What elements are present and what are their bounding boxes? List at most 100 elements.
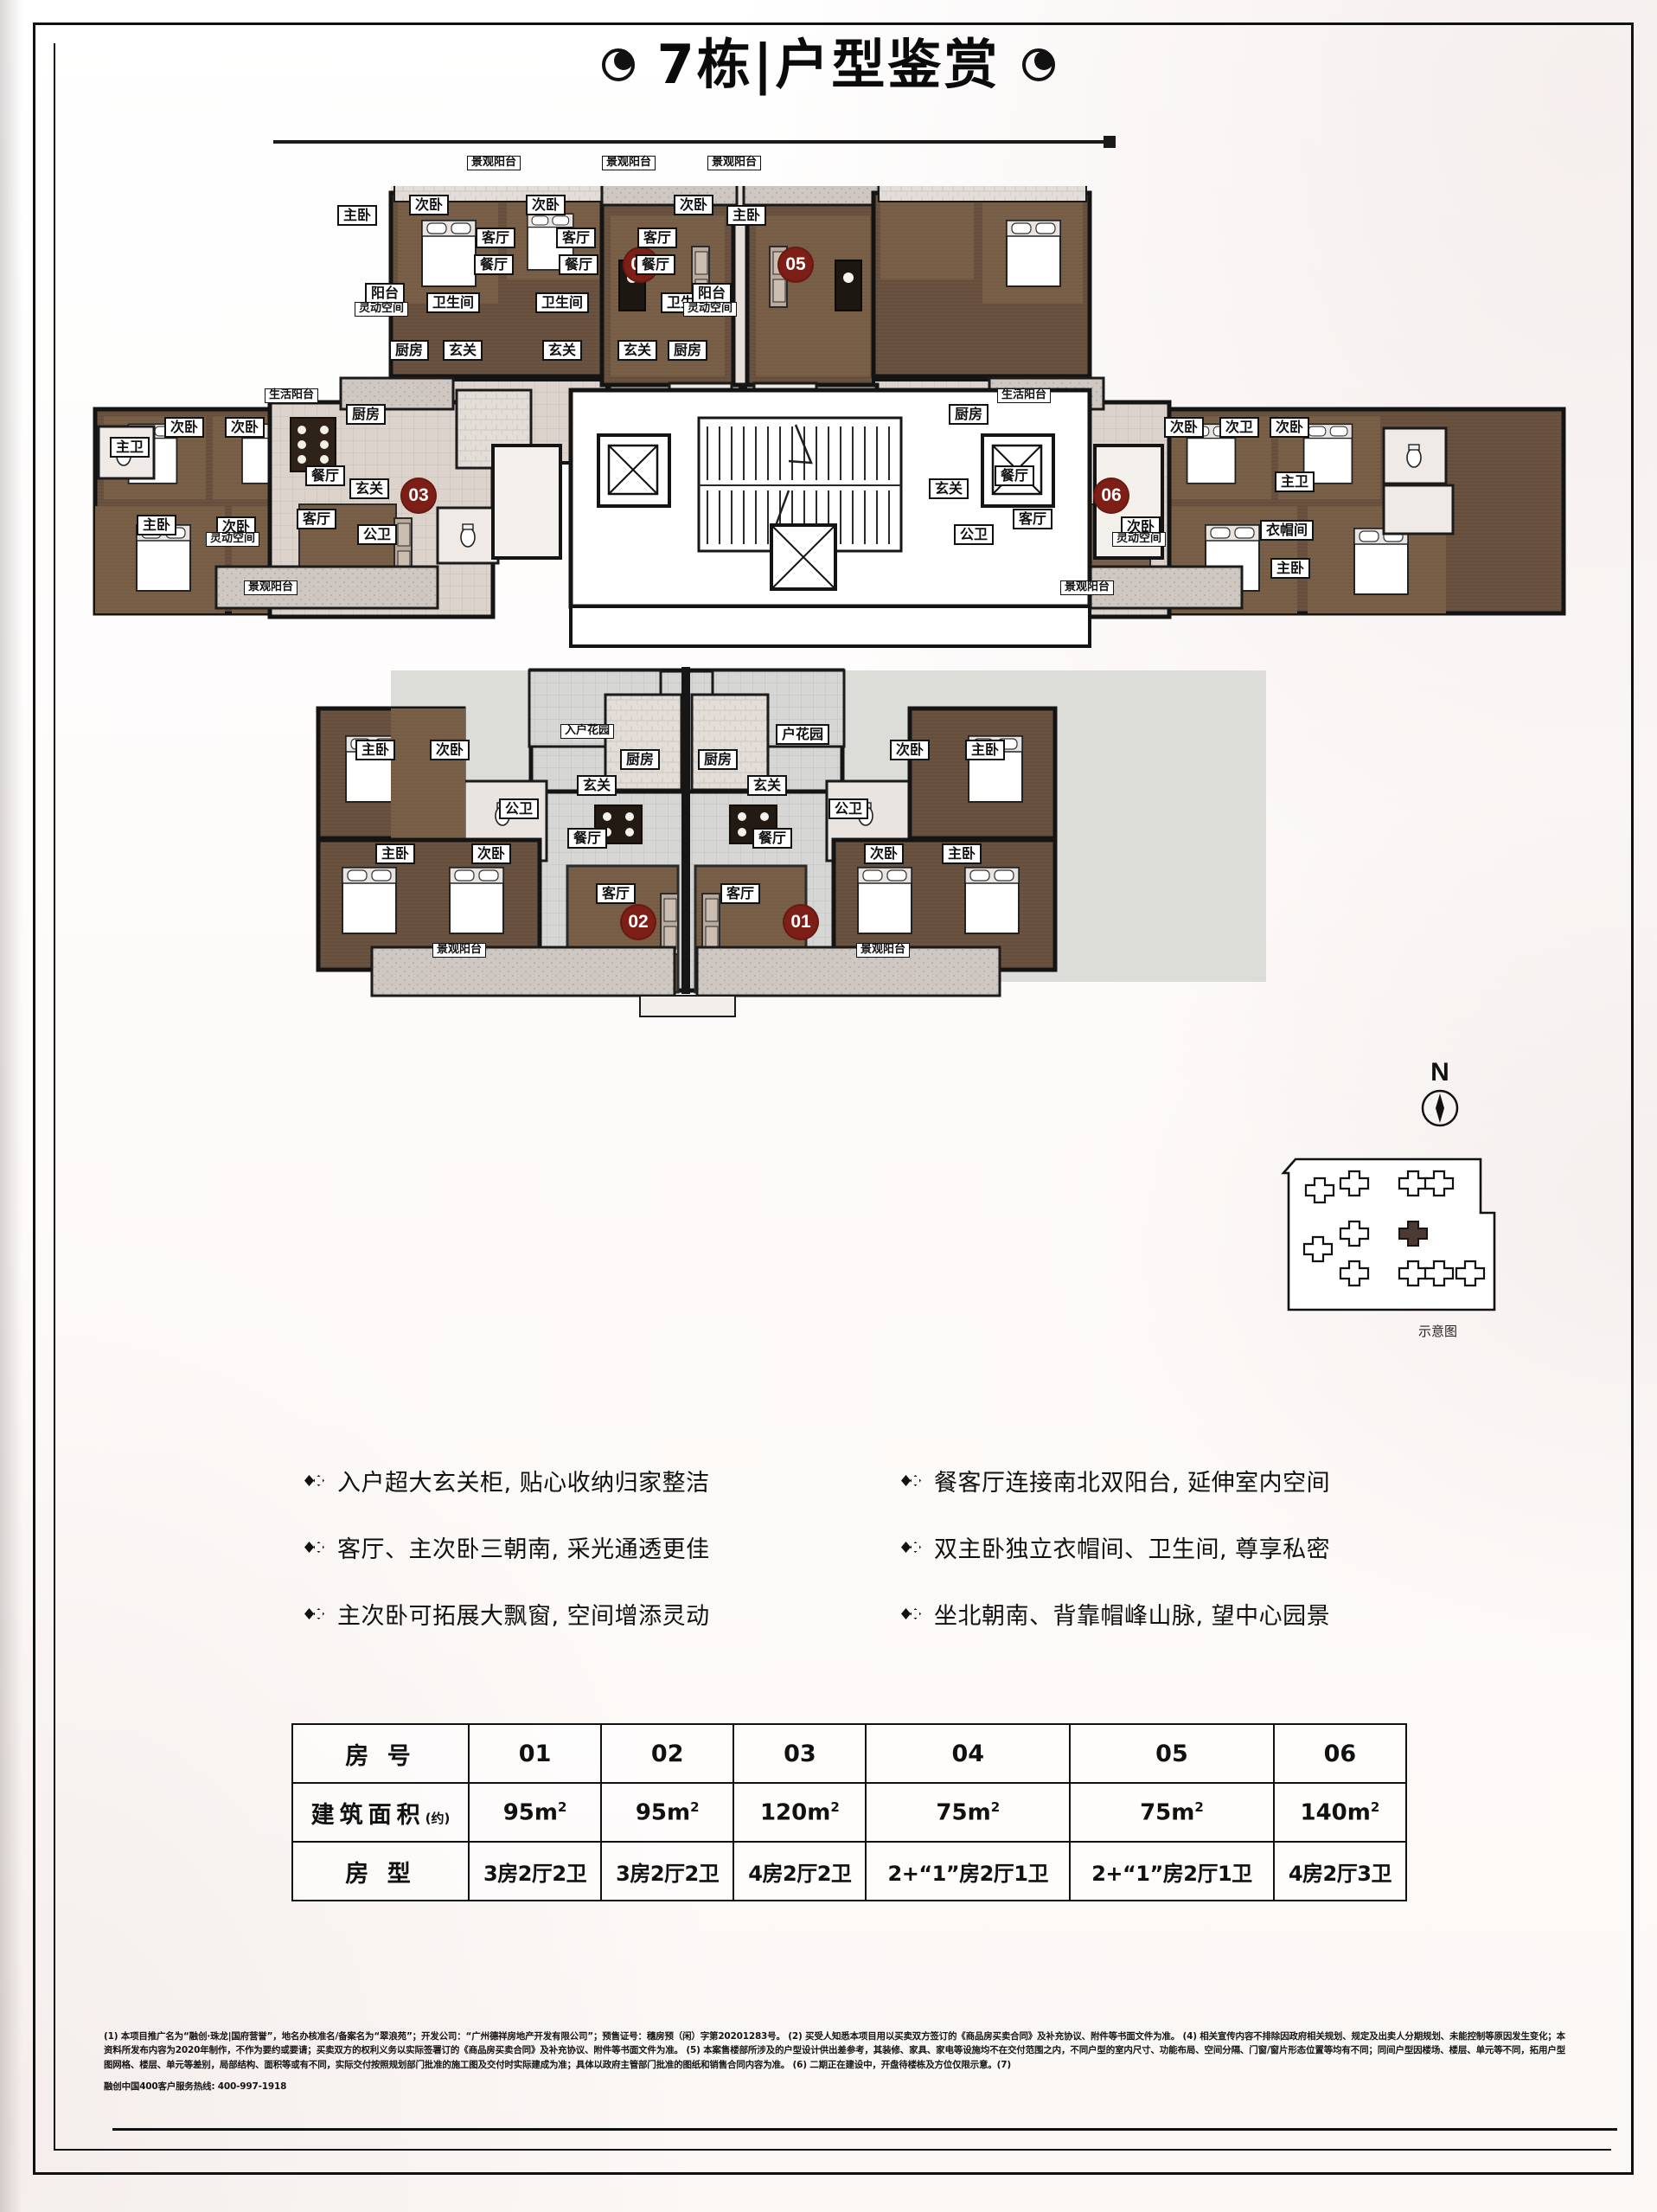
scan-edge-shadow <box>0 0 22 2212</box>
room-label: 入户花园 <box>560 724 615 739</box>
unit-badge-01: 01 <box>783 904 819 940</box>
room-label: 景观阳台 <box>602 156 656 170</box>
feature-text: 客厅、主次卧三朝南, 采光通透更佳 <box>337 1536 710 1563</box>
room-label: 客厅 <box>476 228 516 249</box>
feature-text: 主次卧可拓展大飘窗, 空间增添灵动 <box>337 1603 710 1630</box>
room-label: 次卧 <box>409 195 450 216</box>
unit-badge-06: 06 <box>1093 478 1129 514</box>
compass-needle-icon <box>1421 1089 1459 1127</box>
cell-unit-06: 06 <box>1272 1723 1408 1784</box>
room-label: 景观阳台 <box>244 580 298 595</box>
room-label: 厨房 <box>668 340 708 362</box>
room-label: 公卫 <box>828 798 869 820</box>
unit-badge-03: 03 <box>400 478 437 514</box>
legal-disclaimer: (1) 本项目推广名为“融创·珠龙|国府营誉”，地名办核准名/备案名为“翠浪苑”… <box>104 2031 1565 2070</box>
cell-area-04: 75m2 <box>865 1782 1072 1843</box>
title-ornament-left-icon <box>601 48 635 81</box>
room-label: 生活阳台 <box>265 388 319 403</box>
room-label: 次卧 <box>164 417 205 439</box>
room-label: 客厅 <box>596 883 637 905</box>
cell-area-06: 140m2 <box>1272 1782 1408 1843</box>
unit-spec-table: 房 号 01 02 03 04 05 06 建筑面积(约) 95m2 95m2 … <box>291 1723 1408 1901</box>
room-label: 公卫 <box>954 524 995 546</box>
room-label: 公卫 <box>499 798 540 820</box>
hotline-label: 融创中国400客户服务热线: <box>104 2081 215 2092</box>
room-label: 次卫 <box>1219 417 1260 439</box>
hotline: 融创中国400客户服务热线: 400-997-1918 <box>104 2080 286 2093</box>
cell-unit-02: 02 <box>600 1723 735 1784</box>
room-label: 玄关 <box>443 340 483 362</box>
room-label: 主卫 <box>1275 471 1315 493</box>
cell-layout-03: 4房2厅2卫 <box>733 1841 867 1901</box>
room-label: 玄关 <box>542 340 583 362</box>
title-underline <box>273 136 1116 148</box>
room-label: 客厅 <box>556 228 597 249</box>
room-label: 灵动空间 <box>206 532 260 547</box>
title-text: 7栋|户型鉴赏 <box>656 33 1001 96</box>
cell-area-03: 120m2 <box>733 1782 867 1843</box>
room-label: 厨房 <box>620 749 661 771</box>
room-label: 次卧 <box>1270 417 1310 439</box>
diamond-bullet-icon <box>901 1475 920 1486</box>
cell-layout-05: 2+“1”房2厅1卫 <box>1069 1841 1275 1901</box>
feature-item: 坐北朝南、背靠帽峰山脉, 望中心园景 <box>901 1597 1403 1631</box>
room-label: 餐厅 <box>305 465 346 487</box>
room-label: 厨房 <box>698 749 739 771</box>
room-label: 主卧 <box>965 740 1006 761</box>
cell-area-02: 95m2 <box>600 1782 735 1843</box>
key-map-highlighted-building <box>1398 1221 1428 1247</box>
room-label: 餐厅 <box>752 828 793 850</box>
room-label: 景观阳台 <box>1060 580 1115 595</box>
room-label: 景观阳台 <box>467 156 521 170</box>
room-label: 玄关 <box>577 775 617 797</box>
room-label: 客厅 <box>297 509 337 530</box>
site-key-map-svg <box>1281 1157 1496 1311</box>
feature-text: 坐北朝南、背靠帽峰山脉, 望中心园景 <box>934 1603 1331 1630</box>
room-label: 次卧 <box>1164 417 1205 439</box>
feature-item: 客厅、主次卧三朝南, 采光通透更佳 <box>304 1530 901 1564</box>
hotline-number: 400-997-1918 <box>217 2081 287 2092</box>
cell-layout-02: 3房2厅2卫 <box>600 1841 735 1901</box>
page-border-outer <box>33 22 1634 2175</box>
room-label: 卫生间 <box>426 292 481 314</box>
room-label: 主卧 <box>355 740 396 761</box>
room-label: 灵动空间 <box>1112 532 1167 547</box>
feature-list: 入户超大玄关柜, 贴心收纳归家整洁 餐客厅连接南北双阳台, 延伸室内空间 客厅、… <box>304 1464 1403 1631</box>
room-label: 公卫 <box>357 524 398 546</box>
room-label: 客厅 <box>637 228 678 249</box>
feature-item: 双主卧独立衣帽间、卫生间, 尊享私密 <box>901 1530 1403 1564</box>
cell-unit-03: 03 <box>733 1723 867 1784</box>
row-header-area: 建筑面积(约) <box>291 1782 470 1843</box>
room-label: 客厅 <box>1013 509 1053 530</box>
room-label: 玄关 <box>617 340 658 362</box>
diamond-bullet-icon <box>901 1542 920 1553</box>
room-label: 景观阳台 <box>707 156 762 170</box>
room-label: 玄关 <box>349 478 390 500</box>
site-key-map <box>1276 1152 1501 1317</box>
cell-unit-04: 04 <box>865 1723 1072 1784</box>
diamond-bullet-icon <box>304 1608 323 1619</box>
room-label: 次卧 <box>674 195 714 216</box>
page-border-inner <box>54 43 1611 2151</box>
room-label: 景观阳台 <box>432 943 487 958</box>
feature-item: 主次卧可拓展大飘窗, 空间增添灵动 <box>304 1597 901 1631</box>
room-label: 生活阳台 <box>997 388 1052 403</box>
room-label: 主卧 <box>137 515 177 536</box>
feature-text: 餐客厅连接南北双阳台, 延伸室内空间 <box>934 1470 1331 1497</box>
room-label: 户花园 <box>776 724 830 746</box>
room-label: 次卧 <box>471 843 512 865</box>
floor-plan-svg <box>93 186 1566 1017</box>
table-row-layout: 房 型 3房2厅2卫 3房2厅2卫 4房2厅2卫 2+“1”房2厅1卫 2+“1… <box>291 1841 1408 1901</box>
cell-unit-05: 05 <box>1069 1723 1275 1784</box>
cell-area-01: 95m2 <box>467 1782 603 1843</box>
room-label: 卫生间 <box>535 292 590 314</box>
room-label: 厨房 <box>346 404 387 426</box>
room-label: 餐厅 <box>567 828 608 850</box>
cell-unit-01: 01 <box>467 1723 603 1784</box>
site-key-map-caption: 示意图 <box>1418 1324 1458 1339</box>
row-header-layout: 房 型 <box>291 1841 470 1901</box>
room-label: 客厅 <box>720 883 761 905</box>
core-circulation <box>568 388 1092 648</box>
room-label: 次卧 <box>890 740 931 761</box>
room-label: 阳台 <box>365 283 406 305</box>
